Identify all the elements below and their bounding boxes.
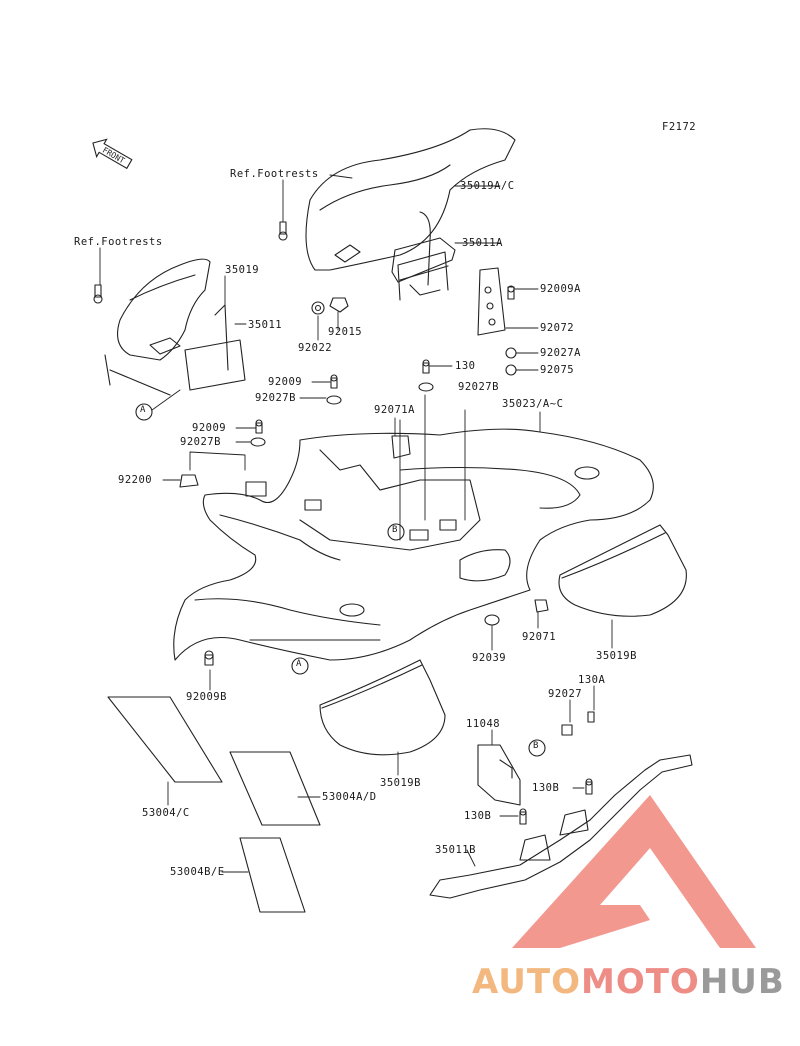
decal-53004ad xyxy=(229,751,321,826)
callout-label-a: A xyxy=(296,659,302,669)
part-label: 35011 xyxy=(248,319,283,331)
callout-label-b: B xyxy=(392,525,398,535)
part-label: 35019B xyxy=(596,650,637,662)
callout-b-center xyxy=(387,523,405,541)
guard-35011b xyxy=(429,754,693,899)
part-label: 92027A xyxy=(540,347,581,359)
part-label: 92027B xyxy=(458,381,499,393)
part-label: 11048 xyxy=(466,718,501,730)
front-arrow-icon: FRONT xyxy=(92,138,133,170)
bracket-11048 xyxy=(477,744,521,806)
bolt-hardware-lower xyxy=(204,599,595,825)
part-label: 92009B xyxy=(186,691,227,703)
part-label: 92075 xyxy=(540,364,575,376)
mud-flap-bottom xyxy=(319,659,446,756)
part-label: 92009 xyxy=(192,422,227,434)
part-label: 130A xyxy=(578,674,606,686)
leader-lines xyxy=(99,174,613,873)
part-label: 92071A xyxy=(374,404,415,416)
part-label: 35011A xyxy=(462,237,503,249)
bolt-hardware-upper xyxy=(93,221,517,488)
ref-footrests-left: Ref.Footrests xyxy=(74,236,163,248)
part-label: 92027B xyxy=(255,392,296,404)
callout-label-a: A xyxy=(140,405,146,415)
bracket-35011a xyxy=(397,251,449,301)
part-label: 130B xyxy=(464,810,492,822)
part-label: 130B xyxy=(532,782,560,794)
part-label: 92009A xyxy=(540,283,581,295)
part-label: 35023/A~C xyxy=(502,398,564,410)
ref-footrests-upper: Ref.Footrests xyxy=(230,168,319,180)
part-label: 92027B xyxy=(180,436,221,448)
decal-53004c xyxy=(107,696,223,783)
callout-a-lower xyxy=(291,657,309,675)
part-label: 92200 xyxy=(118,474,153,486)
watermark-logo: AUTOMOTOHUB xyxy=(472,962,785,1002)
bracket-35011 xyxy=(184,304,246,391)
callout-circles xyxy=(135,403,546,757)
callout-a-upper xyxy=(135,403,153,421)
figure-id: F2172 xyxy=(662,121,697,133)
part-label: 92071 xyxy=(522,631,557,643)
callout-label-b: B xyxy=(533,741,539,751)
part-label: 53004A/D xyxy=(322,791,377,803)
part-label: 53004/C xyxy=(142,807,190,819)
part-label: 92022 xyxy=(298,342,333,354)
part-label: 35019 xyxy=(225,264,260,276)
bracket-92072 xyxy=(477,267,506,336)
front-fender-right xyxy=(305,128,516,296)
front-fender-left xyxy=(104,258,211,396)
part-label: 35019A/C xyxy=(460,180,515,192)
part-label: 35019B xyxy=(380,777,421,789)
mud-flap-right xyxy=(558,524,687,617)
part-label: 92015 xyxy=(328,326,363,338)
part-label: 130 xyxy=(455,360,476,372)
part-label: 92027 xyxy=(548,688,583,700)
part-label: 92009 xyxy=(268,376,303,388)
decal-53004be xyxy=(239,837,306,913)
callout-b-lower xyxy=(528,739,546,757)
part-label: 92072 xyxy=(540,322,575,334)
rear-body-35023 xyxy=(173,428,654,661)
part-label: 35011B xyxy=(435,844,476,856)
part-label: 53004B/E xyxy=(170,866,225,878)
part-label: 92039 xyxy=(472,652,507,664)
watermark-triangle xyxy=(512,795,756,948)
